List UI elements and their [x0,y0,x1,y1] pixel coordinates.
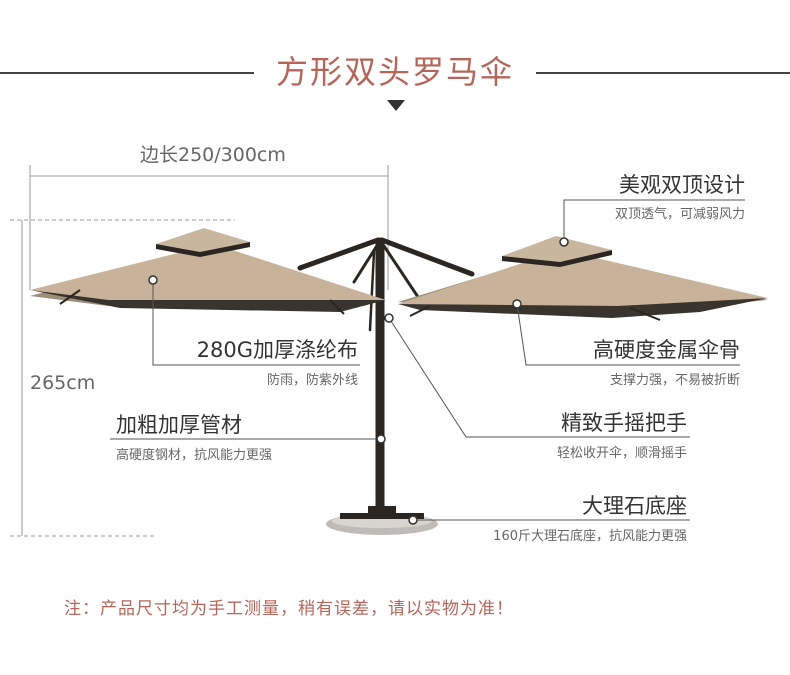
width-dimension-label: 边长250/300cm [140,144,286,166]
title-divider-left [0,72,254,74]
height-dimension-label: 265cm [30,372,96,394]
measurement-note: 注：产品尺寸均为手工测量，稍有误差，请以实物为准！ [64,599,514,619]
feature-subtitle-crank: 轻松收开伞，顺滑摇手 [556,446,687,461]
feature-subtitle-base: 160斤大理石底座，抗风能力更强 [493,529,687,544]
callout-markers [148,237,569,525]
feature-subtitle-pipe: 高硬度钢材，抗风能力更强 [116,448,273,463]
right-canopy [398,236,768,321]
feature-title-pipe: 加粗加厚管材 [116,413,242,437]
title-divider-right [536,72,790,74]
feature-title-ribs: 高硬度金属伞骨 [593,338,740,362]
feature-title-double-top: 美观双顶设计 [619,173,745,197]
chevron-down-icon [387,100,405,111]
left-canopy [30,228,386,315]
feature-title-crank: 精致手摇把手 [561,411,687,435]
umbrella-frame [297,237,475,519]
feature-subtitle-ribs: 支撑力强，不易被折断 [609,373,740,388]
feature-subtitle-fabric: 防雨，防紫外线 [266,373,358,388]
dimension-guides [10,165,389,537]
page-title: 方形双头罗马伞 [275,53,514,91]
feature-title-base: 大理石底座 [582,494,687,518]
callout-lines [110,199,745,521]
feature-title-fabric: 280G加厚涤纶布 [196,338,358,362]
feature-subtitle-double-top: 双顶透气，可减弱风力 [614,207,745,222]
